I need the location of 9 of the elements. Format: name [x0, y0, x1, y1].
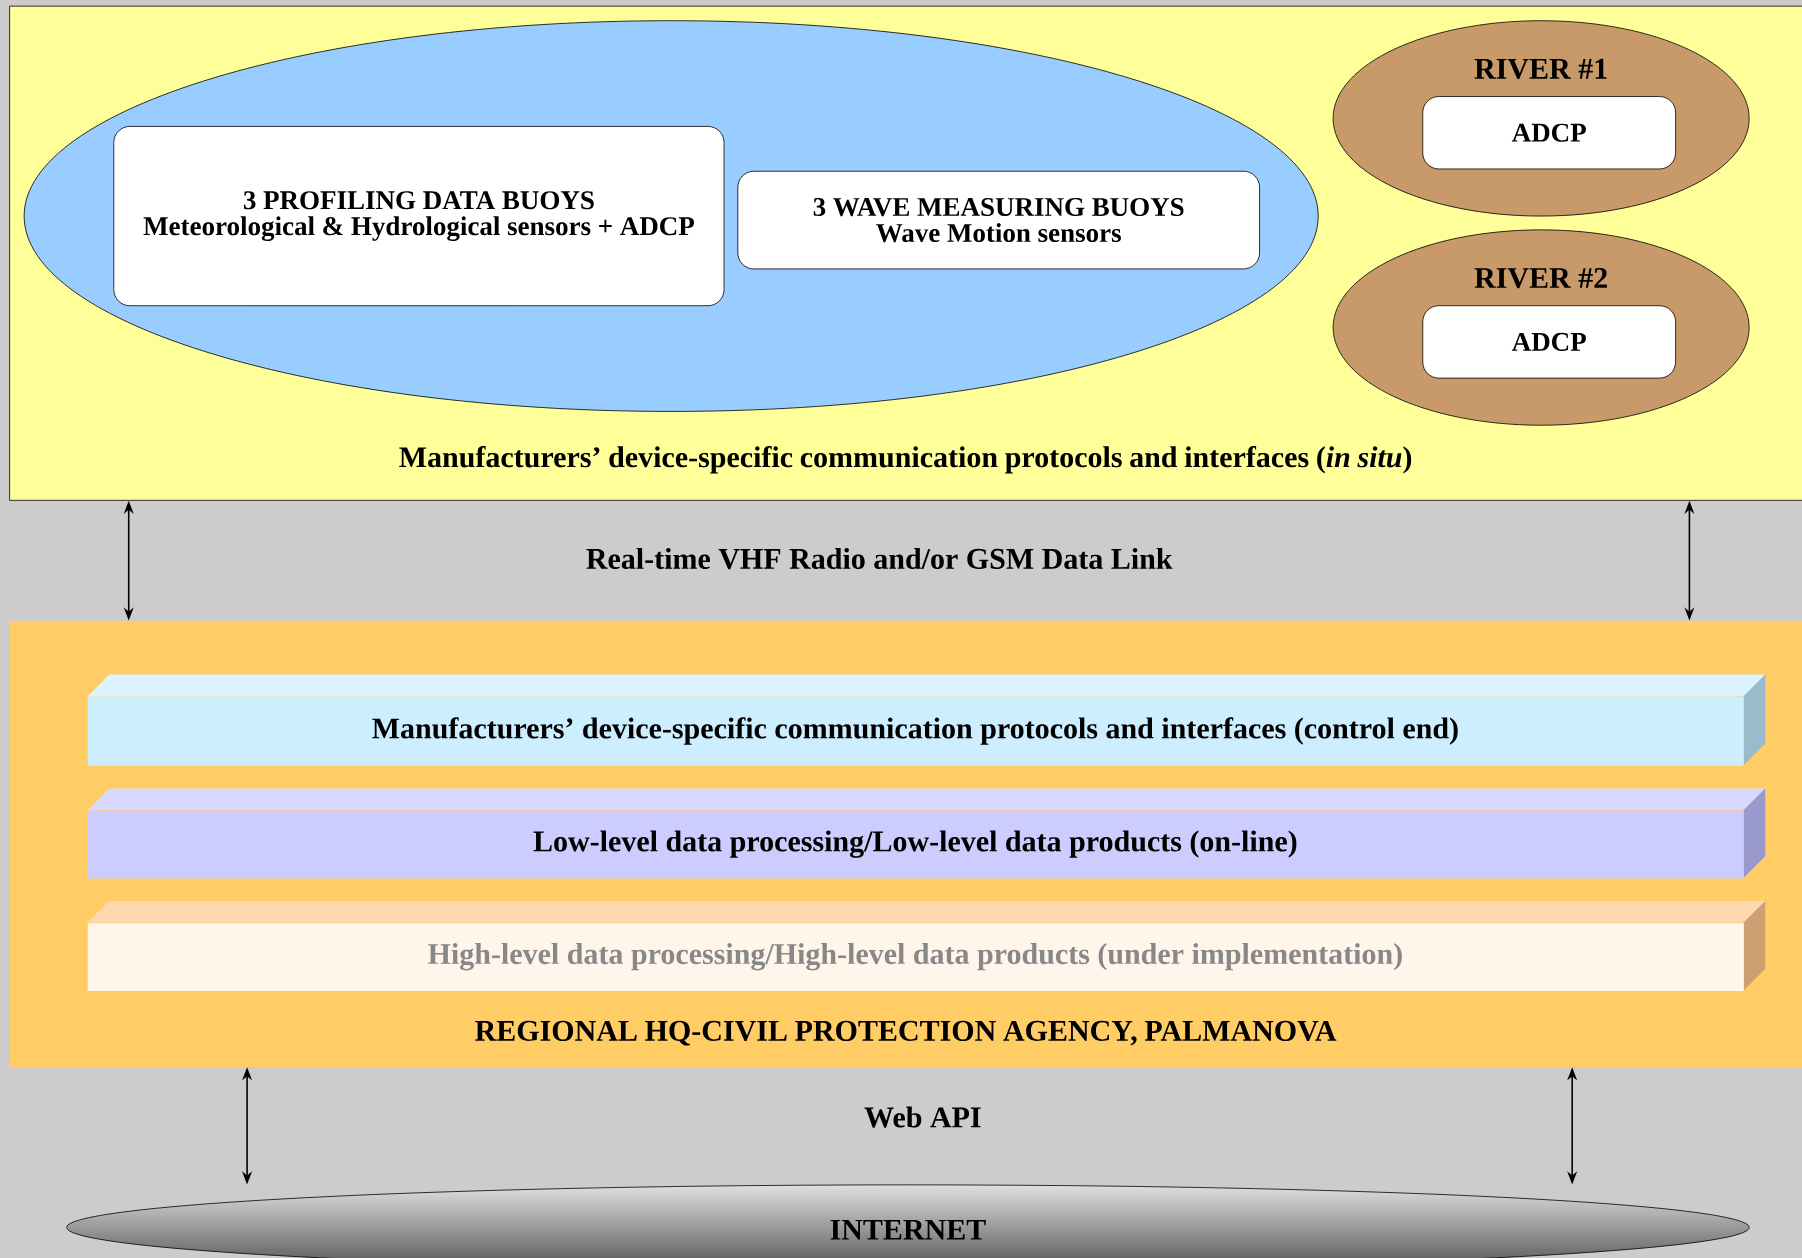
sensor-box: ADCP [1422, 95, 1676, 170]
label: Web API [864, 1106, 981, 1128]
sensor-box: 3 PROFILING DATA BUOYS Meteorological & Hydrological sensors + ADCP [113, 125, 725, 306]
label: Real-time VHF Radio and/or GSM Data Link [586, 547, 1173, 569]
sensor-box: 3 WAVE MEASURING BUOYS Wave Motion sensors [737, 170, 1260, 270]
layer-box: High-level data processing/High-level data products (under implementation) [87, 900, 1766, 991]
layer-box: Manufacturers’ device-specific communication protocols and interfaces (control end) [87, 674, 1766, 766]
layer-box: Low-level data processing/Low-level data products (on-line) [87, 788, 1766, 879]
sensor-box: ADCP [1422, 305, 1676, 379]
